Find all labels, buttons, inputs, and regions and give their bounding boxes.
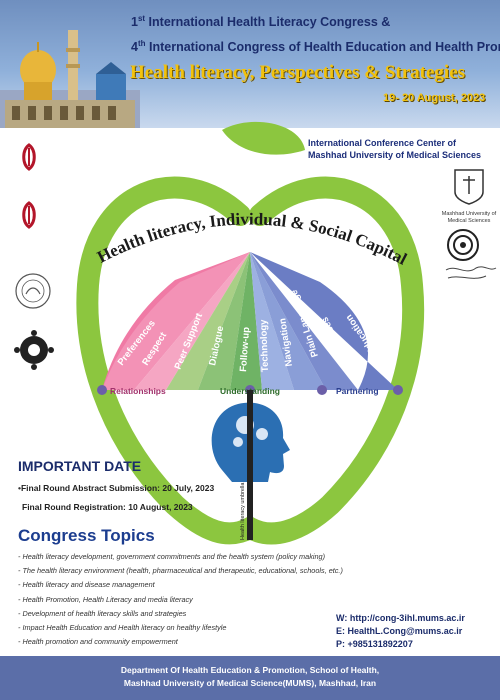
contact-email-link[interactable]: E: HealthL.Cong@mums.ac.ir <box>336 626 463 636</box>
group-label-relationships: Relationships <box>110 386 166 396</box>
congress-date: 19- 20 August, 2023 <box>383 92 486 104</box>
topic-item: - Development of health literacy skills … <box>18 608 187 618</box>
iran-emblem-icon <box>22 143 36 171</box>
topic-item: - Impact Health Education and Health lit… <box>18 623 227 633</box>
logo-health-school <box>446 228 480 267</box>
congress-title: Health literacy, Perspectives & Strategi… <box>130 62 466 83</box>
mums-logo-caption: Mashhad University of Medical Sciences <box>441 211 497 224</box>
topic-item: - Health promotion and community empower… <box>18 637 178 647</box>
footer-line-1: Department Of Health Education & Promoti… <box>120 665 380 675</box>
city-logo-icon <box>14 330 54 370</box>
topic-item: - Health Promotion, Health Literacy and … <box>18 594 193 604</box>
topic-item: - The health literacy environment (healt… <box>18 566 343 576</box>
seal-icon <box>15 273 51 309</box>
contact-web-link[interactable]: W: http://cong-3ihl.mums.ac.ir <box>336 613 465 623</box>
group-label-partnering: Partnering <box>336 386 379 396</box>
umbrella-canopy <box>102 252 398 390</box>
venue-line-1: International Conference Center of <box>308 138 457 148</box>
logo-mashhad-city <box>14 330 54 375</box>
logo-mums: Mashhad University of Medical Sciences <box>440 168 498 225</box>
apple-umbrella-graphic: Health literacy, Individual & Social Cap… <box>76 121 425 545</box>
footer-line-2: Mashhad University of Medical Science(MU… <box>123 678 377 688</box>
topics-list: - Health literacy development, governmen… <box>18 550 343 649</box>
topic-item: - Health literacy and disease management <box>18 580 155 590</box>
important-date-row-2: Final Round Registration: 10 August, 202… <box>22 502 193 512</box>
important-date-title: IMPORTANT DATE <box>18 458 142 474</box>
segment-label-follow-up: Follow-up <box>238 327 252 373</box>
shrine-illustration <box>0 30 140 128</box>
header-banner: 1st International Health Literacy Congre… <box>0 0 500 128</box>
school-logo-icon <box>447 229 479 261</box>
iran-emblem-icon <box>22 201 36 229</box>
congress-topics-title: Congress Topics <box>18 526 155 545</box>
segment-label-technology: Technology <box>258 319 271 373</box>
persian-calligraphy-icon <box>445 266 497 279</box>
logo-persian-caption <box>442 262 498 284</box>
footer-bar: Department Of Health Education & Promoti… <box>0 656 500 700</box>
umbrella-handle-label: Health literacy umbrella <box>240 482 246 540</box>
logo-iran-emblem-2 <box>14 200 74 235</box>
venue-block: International Conference Center of Mashh… <box>308 137 498 161</box>
logo-academy-seal <box>14 272 52 315</box>
logo-iran-emblem-1 <box>14 142 74 177</box>
contact-block: W: http://cong-3ihl.mums.ac.ir E: Health… <box>336 612 465 651</box>
header-line-2: 4th International Congress of Health Edu… <box>131 39 500 55</box>
topic-item: - Health literacy development, governmen… <box>18 552 326 561</box>
bullet-icon: • <box>18 483 21 493</box>
contact-phone: P: +985131892207 <box>336 639 413 649</box>
venue-line-2: Mashhad University of Medical Sciences <box>308 150 482 160</box>
important-date-row-1: •Final Round Abstract Submission: 20 Jul… <box>18 483 215 493</box>
umbrella-handle <box>247 390 253 540</box>
mums-shield-icon <box>454 169 484 205</box>
header-line-1: 1st International Health Literacy Congre… <box>131 14 391 30</box>
